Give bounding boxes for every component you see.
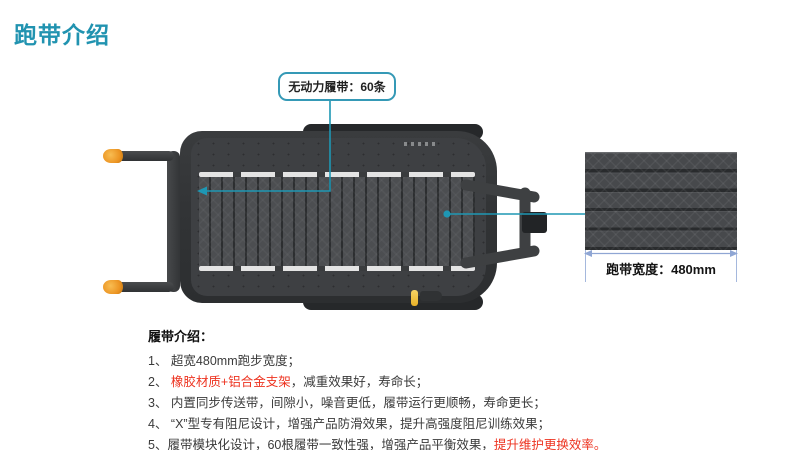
treadmill-handle-tip-top: [103, 149, 123, 163]
note-text: 内置同步传送带，间隙小，噪音更低，履带运行更顺畅，寿命更长；: [167, 396, 546, 410]
note-number: 5、: [148, 438, 168, 450]
note-number: 3、: [148, 396, 168, 410]
note-number: 1、: [148, 354, 168, 368]
note-number: 4、: [148, 417, 168, 431]
note-text: ，减重效果好，寿命长；: [290, 375, 429, 389]
treadmill-side-rail-bottom: [199, 266, 475, 271]
callout-label: 无动力履带：60条: [278, 72, 396, 101]
note-item-1: 1、 超宽480mm跑步宽度；: [148, 351, 768, 372]
page-title: 跑带介绍: [14, 22, 110, 48]
note-item-4: 4、 “X”型专有阻尼设计，增强产品防滑效果，提升高强度阻尼训练效果；: [148, 414, 768, 435]
note-item-5: 5、履带模块化设计，60根履带一致性强，增强产品平衡效果，提升维护更换效率。: [148, 435, 768, 450]
note-text: 履带模块化设计，60根履带一致性强，增强产品平衡效果，: [167, 438, 494, 450]
note-highlight: 橡胶材质+铝合金支架: [167, 375, 291, 389]
treadmill-handle-tip-bottom: [103, 280, 123, 294]
note-item-3: 3、 内置同步传送带，间隙小，噪音更低，履带运行更顺畅，寿命更长；: [148, 393, 768, 414]
treadmill-latch: [420, 291, 442, 301]
model-marking-decoration: [404, 142, 436, 146]
treadmill-handle-bar: [167, 151, 180, 292]
note-text: “X”型专有阻尼设计，增强产品防滑效果，提升高强度阻尼训练效果；: [167, 417, 551, 431]
note-text: 超宽480mm跑步宽度；: [167, 354, 301, 368]
note-number: 2、: [148, 375, 168, 389]
note-item-2: 2、 橡胶材质+铝合金支架，减重效果好，寿命长；: [148, 372, 768, 393]
notes-title: 履带介绍：: [148, 329, 214, 344]
treadmill-handle-arm-bottom: [112, 282, 174, 292]
treadmill-side-rail-top: [199, 172, 475, 177]
treadmill-yellow-pin: [411, 290, 418, 306]
note-highlight: 提升维护更换效率。: [493, 438, 607, 450]
notes-section: 履带介绍： 1、 超宽480mm跑步宽度； 2、 橡胶材质+铝合金支架，减重效果…: [148, 326, 768, 450]
treadmill-belt-slats: [199, 177, 475, 266]
treadmill-handle-arm-top: [112, 151, 174, 161]
belt-width-label: 跑带宽度：480mm: [606, 262, 716, 277]
belt-closeup-image: [585, 152, 737, 250]
